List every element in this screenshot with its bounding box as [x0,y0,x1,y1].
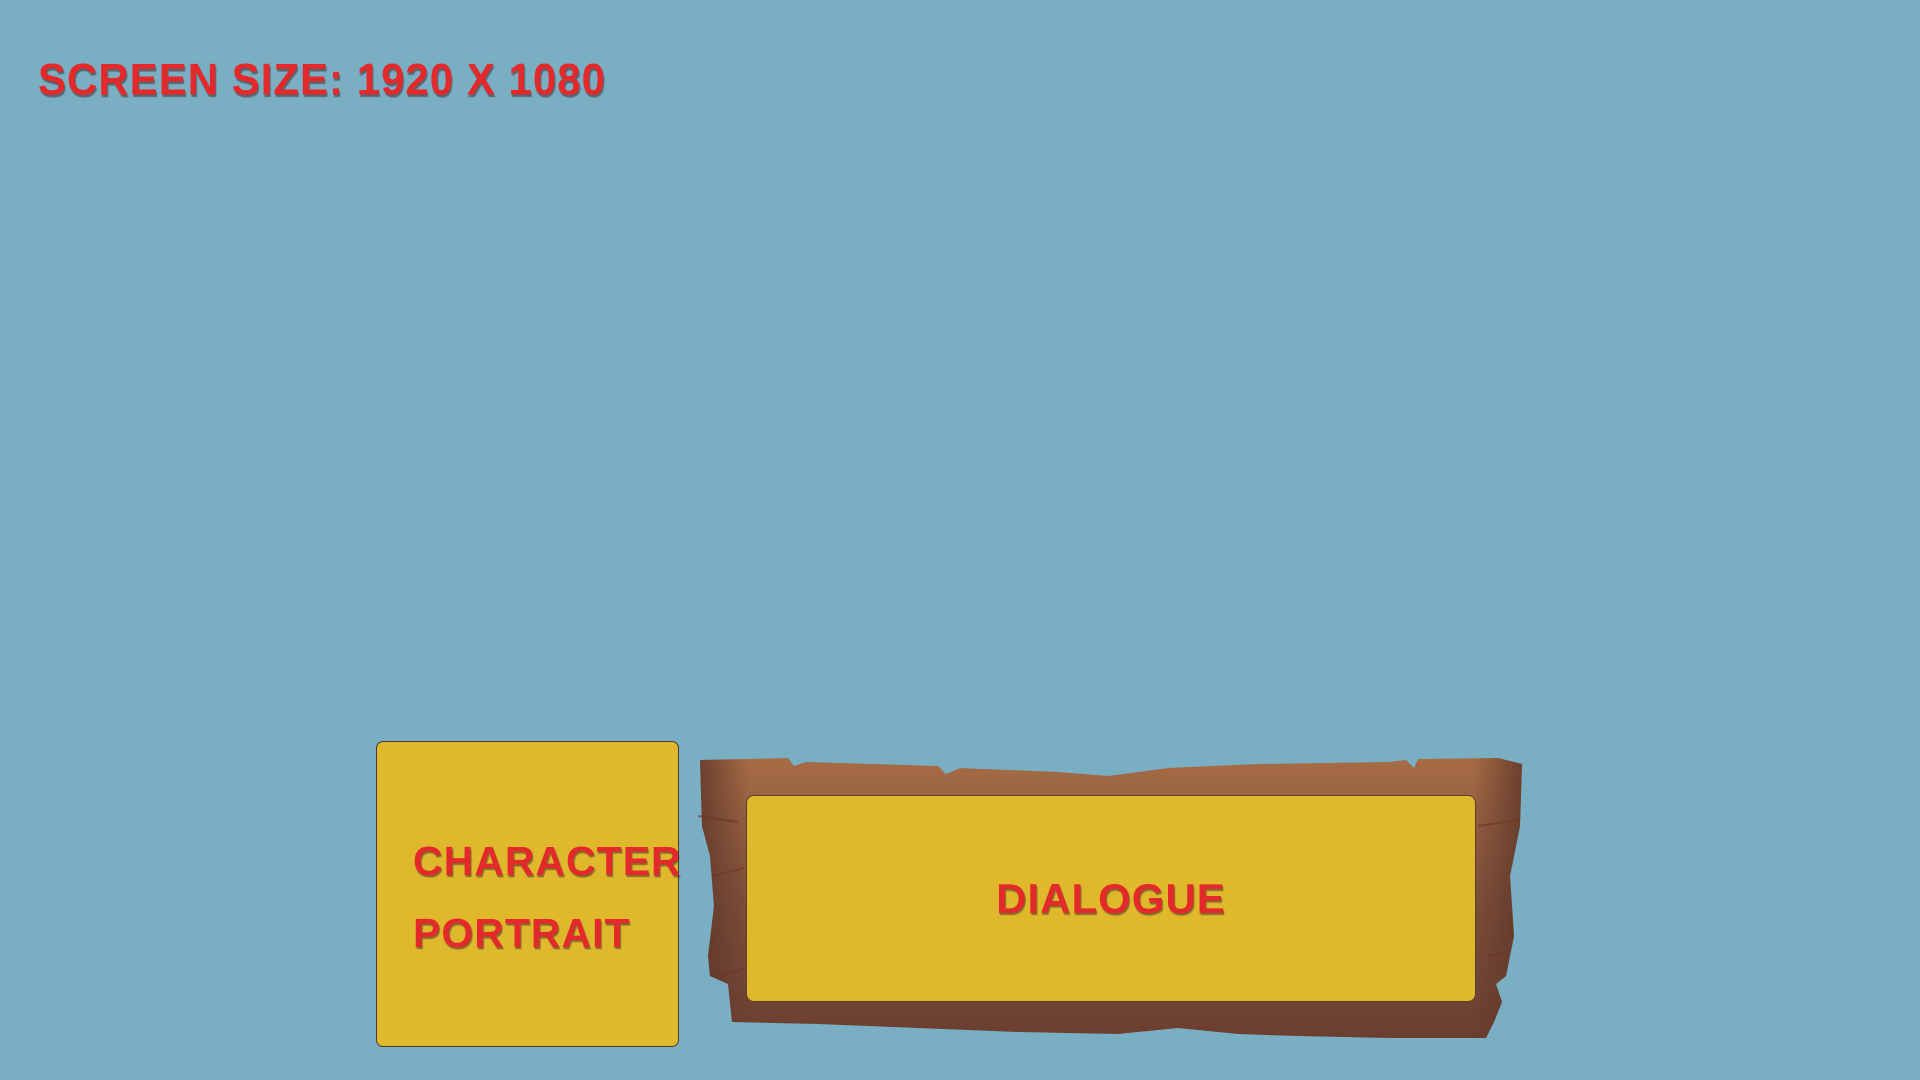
dialogue-box: Dialogue [746,795,1476,1002]
screen-size-label: Screen Size: 1920 x 1080 [38,54,606,105]
portrait-label-line1: Character [413,838,682,884]
portrait-label-line2: Portrait [413,910,631,956]
dialogue-label: Dialogue [996,874,1226,922]
character-portrait-panel: Character Portrait [376,741,682,1047]
